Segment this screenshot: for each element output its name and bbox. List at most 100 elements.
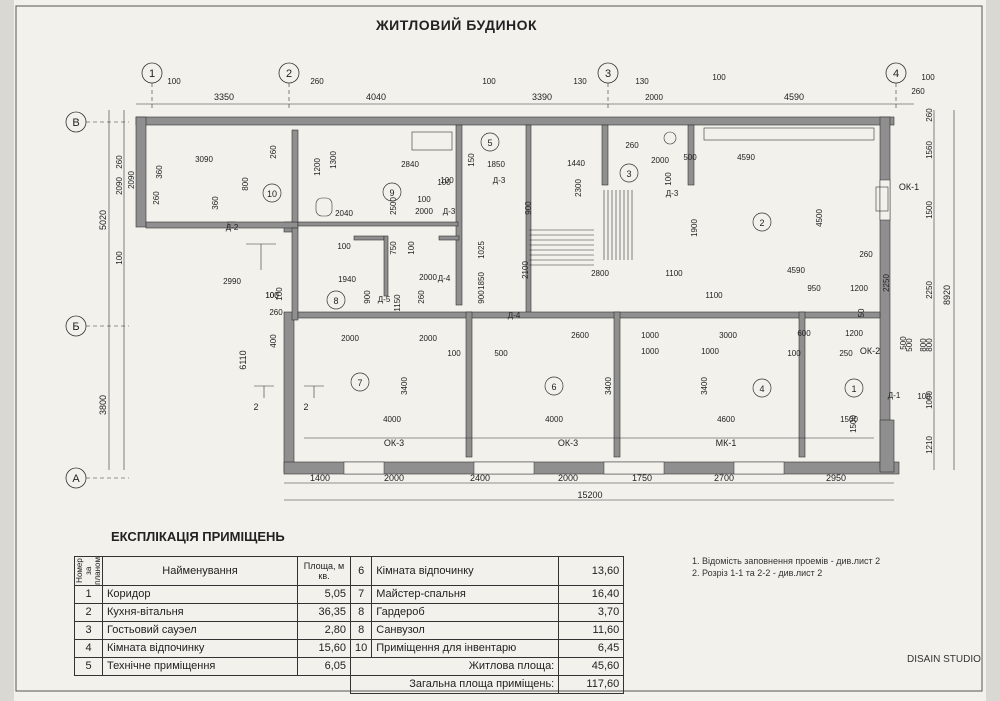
dimension-label: 100 [437, 178, 451, 187]
dimension-label: 2090 [127, 171, 136, 189]
dimension-label: 100 [265, 291, 279, 300]
dimension-label: 1150 [393, 294, 402, 312]
row-num: 2 [74, 602, 103, 622]
wall [297, 221, 459, 227]
dimension-label: 100 [482, 77, 496, 86]
wall [353, 235, 385, 241]
wall [291, 227, 299, 321]
total-dimension: 8920 [942, 285, 952, 305]
dimension-label: 2000 [419, 334, 437, 343]
wall [438, 235, 460, 241]
wall [465, 311, 473, 458]
wall [145, 221, 237, 229]
room-number: 8 [333, 296, 338, 306]
door-tag: Д-3 [443, 207, 456, 216]
dimension-label: 100 [447, 349, 461, 358]
window-opening [879, 179, 891, 221]
dimension-label: 400 [269, 334, 278, 348]
dimension-label: 260 [269, 145, 278, 159]
dimension-label: 100 [167, 77, 181, 86]
window-tag: ОК-2 [860, 346, 880, 356]
dimension-label: 500 [683, 153, 697, 162]
door-tag: Д-4 [438, 274, 451, 283]
dimension-label: 100 [787, 349, 801, 358]
row-name: Кухня-вітальня [102, 602, 298, 622]
dimension-label: 1025 [477, 241, 486, 259]
window-opening [473, 461, 535, 475]
dimension-label: 260 [911, 87, 925, 96]
dimension-label: 950 [807, 284, 821, 293]
dimension-label: 50 [857, 308, 866, 317]
dimension-label: 2840 [401, 160, 419, 169]
dimension-label: 4500 [815, 209, 824, 227]
dimension-label: 100 [337, 242, 351, 251]
dimension-label: 1200 [313, 158, 322, 176]
wall [455, 124, 463, 306]
dimension-label: 2000 [558, 473, 578, 483]
total-area-value: 117,60 [558, 674, 625, 694]
door-tag: Д-5 [378, 295, 391, 304]
dimension-label: 6110 [238, 350, 248, 369]
dimension-label: 1500 [840, 415, 858, 424]
window-tag: ОК-1 [899, 182, 919, 192]
dimension-label: 2950 [826, 473, 846, 483]
room-number-bubble [619, 163, 639, 183]
wall [687, 124, 695, 186]
dimension-label: 260 [269, 308, 283, 317]
dimension-label: 800 [241, 177, 250, 191]
explication-row: 5 Технічне приміщення 6,05 Житлова площа… [74, 656, 625, 676]
dimension-label: 500 [905, 338, 914, 352]
dimension-label: 3800 [98, 395, 108, 415]
row-num: 1 [74, 584, 103, 604]
row-area: 11,60 [558, 620, 625, 640]
studio-name: DISAIN STUDIO [907, 654, 981, 665]
row-area: 5,05 [297, 584, 351, 604]
wall [879, 419, 895, 473]
dimension-label: 100 [921, 73, 935, 82]
dimension-label: 1000 [925, 391, 934, 409]
wall [798, 311, 806, 458]
axis-label: В [72, 117, 79, 129]
sink-fixture [875, 186, 889, 212]
wall [283, 311, 295, 473]
dimension-label: 1850 [487, 160, 505, 169]
dimension-label: 900 [524, 201, 533, 215]
dimension-label: 500 [899, 336, 908, 350]
row-num: 4 [74, 638, 103, 658]
row-area: 13,60 [558, 556, 625, 586]
explication-row: 4 Кімната відпочинку 15,60 10 Приміщення… [74, 638, 625, 658]
dimension-label: 3000 [719, 331, 737, 340]
wall [227, 221, 299, 229]
dimension-label: 2000 [651, 156, 669, 165]
dimension-label: 5020 [98, 210, 108, 230]
door-tag: Д-3 [666, 189, 679, 198]
dimension-label: 500 [494, 349, 508, 358]
axis-label: Б [72, 321, 79, 333]
axis-label: 3 [605, 68, 611, 80]
living-area-label: Житлова площа: [349, 656, 560, 676]
wall [613, 311, 621, 458]
explication-header-row: Номер за планом Найменування Площа, м кв… [74, 556, 625, 586]
dimension-label: 260 [417, 290, 426, 304]
dimension-label: 2040 [335, 209, 353, 218]
row-name: Санвузол [371, 620, 560, 640]
dimension-label: 3400 [400, 377, 409, 395]
walls [135, 116, 900, 475]
dimension-label: 2600 [571, 331, 589, 340]
dimension-label: 4590 [784, 92, 804, 102]
row-name: Коридор [102, 584, 298, 604]
dimension-label: 4000 [383, 415, 401, 424]
dimension-lines [65, 62, 955, 501]
dimension-label: 800 [919, 338, 928, 352]
room-number-bubble [350, 372, 370, 392]
dimension-label: 150 [467, 153, 476, 167]
notes: 1. Відомість заповнення проемів - див.ли… [692, 555, 880, 579]
door-tag: Д-2 [226, 223, 239, 232]
dimension-label: 1100 [665, 269, 683, 278]
total-area-label: Загальна площа приміщень: [349, 674, 560, 694]
row-area: 15,60 [297, 638, 351, 658]
dimension-label: 1200 [850, 284, 868, 293]
row-name: Приміщення для інвентарю [371, 638, 560, 658]
